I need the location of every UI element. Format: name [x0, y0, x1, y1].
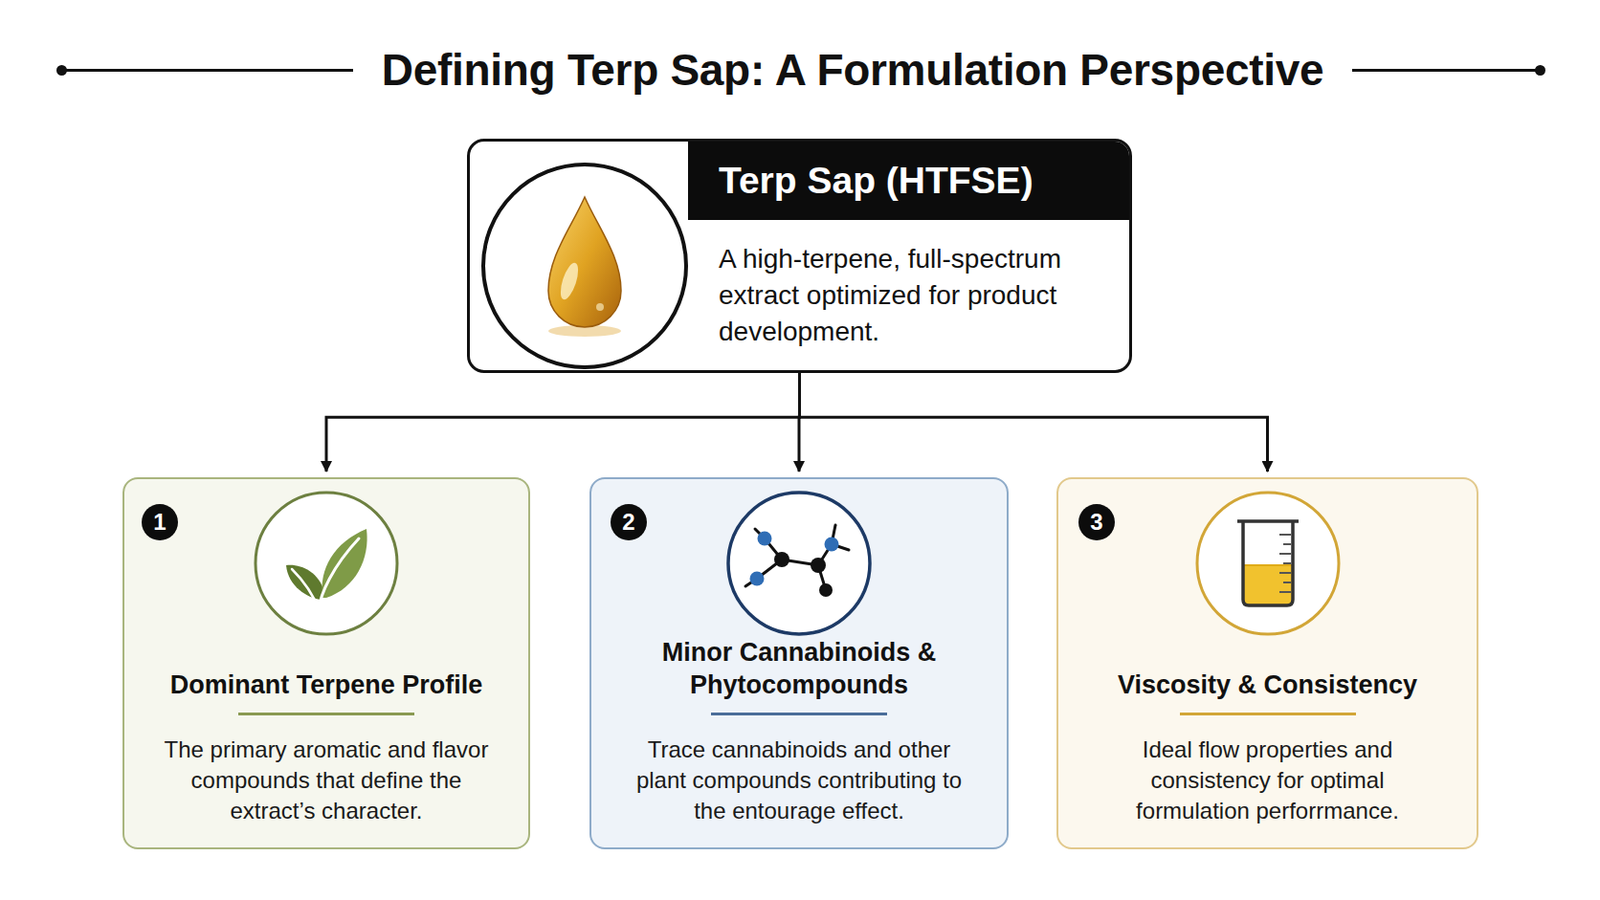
- heading-rule: [711, 712, 888, 716]
- heading-area: Viscosity & Consistency: [1058, 640, 1477, 702]
- card-body: Trace cannabinoids and other plant compo…: [625, 734, 973, 827]
- box-body: A high-terpene, full-spectrum extract op…: [718, 241, 1107, 351]
- heading-rule: [238, 712, 415, 716]
- title-rule: [61, 68, 354, 72]
- callout-badge: 2: [610, 504, 647, 541]
- rule-dot: [56, 65, 67, 76]
- card-heading: Viscosity & Consistency: [1117, 668, 1418, 702]
- heading-area: Minor Cannabinoids & Phytocompounds: [591, 640, 1007, 702]
- leaf-icon: [249, 487, 403, 641]
- heading-area: Dominant Terpene Profile: [124, 640, 529, 702]
- title-rule: [1352, 68, 1541, 72]
- callout-number: 2: [622, 511, 635, 534]
- connector-arrow: [326, 373, 800, 472]
- box-heading: Terp Sap (HTFSE): [718, 141, 1130, 221]
- heading-rule: [1179, 712, 1356, 716]
- card-body: Ideal flow properties and consistency fo…: [1114, 734, 1422, 827]
- callout-number: 1: [153, 511, 166, 534]
- diagram-title: Defining Terp Sap: A Formulation Perspec…: [381, 44, 1324, 96]
- callout-badge: 3: [1078, 504, 1115, 541]
- callout-number: 3: [1089, 511, 1103, 534]
- connector-arrow: [800, 373, 1268, 472]
- rule-dot: [1534, 65, 1546, 76]
- callout-badge: 1: [141, 504, 178, 541]
- header-box: Terp Sap (HTFSE) A high-terpene, full-spe…: [466, 138, 1133, 374]
- drop-icon: [477, 158, 692, 374]
- title-row: Defining Terp Sap: A Formulation Perspec…: [61, 38, 1541, 102]
- molecule-icon: [722, 487, 876, 641]
- feature-card: Viscosity & ConsistencyIdeal flow proper…: [1056, 477, 1479, 850]
- feature-card: Dominant Terpene ProfileThe primary arom…: [122, 477, 531, 850]
- card-heading: Minor Cannabinoids & Phytocompounds: [641, 636, 957, 702]
- beaker-icon: [1191, 487, 1345, 641]
- feature-card: Minor Cannabinoids & PhytocompoundsTrace…: [589, 477, 1009, 850]
- card-body: The primary aromatic and flavor compound…: [163, 734, 489, 827]
- card-heading: Dominant Terpene Profile: [170, 668, 484, 702]
